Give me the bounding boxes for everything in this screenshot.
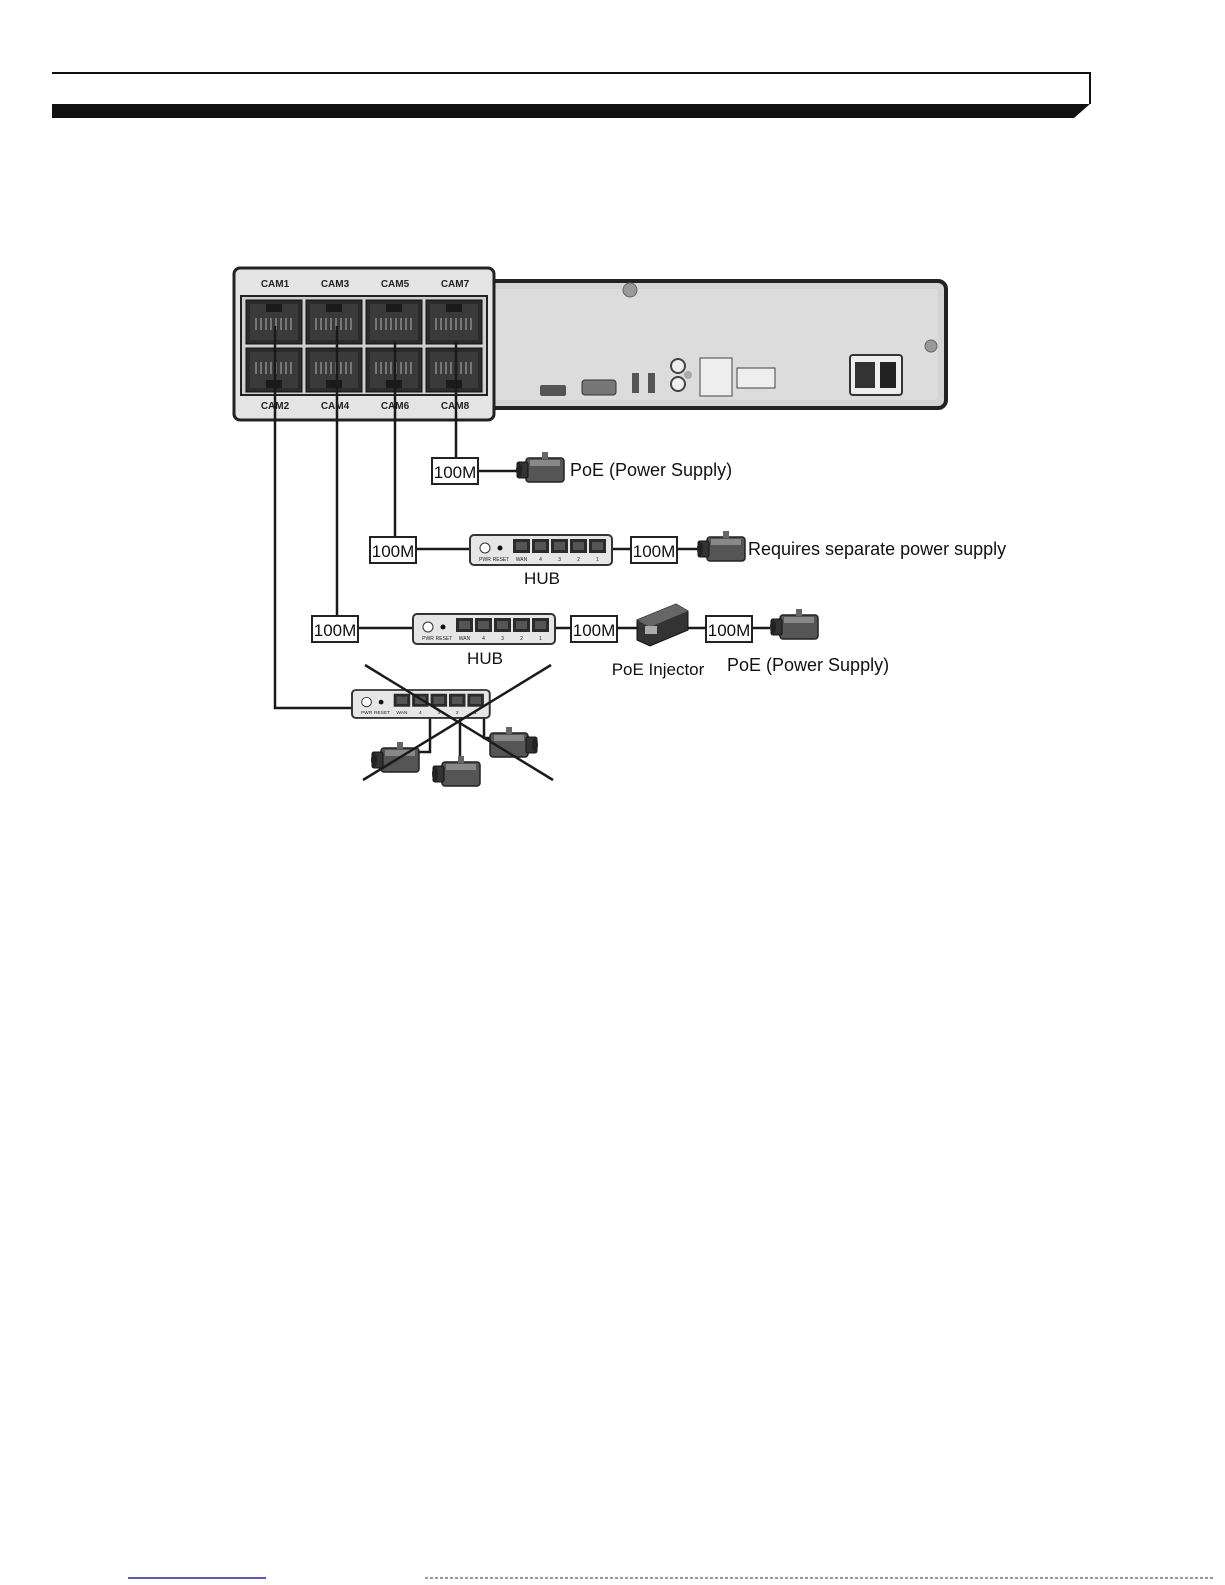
alarm-terminal-icon [737, 368, 775, 388]
port-label-cam1: CAM1 [261, 279, 290, 290]
hub-port-icon [551, 539, 568, 553]
hub-port-icon [589, 539, 606, 553]
svg-text:100M: 100M [314, 621, 357, 640]
svg-text:4: 4 [482, 636, 485, 642]
svg-text:WAN: WAN [459, 636, 471, 642]
svg-text:1: 1 [539, 636, 542, 642]
hub-port-icon [449, 694, 465, 707]
svg-text:WAN: WAN [516, 557, 528, 563]
poe-injector-icon [637, 604, 688, 646]
svg-text:2: 2 [456, 710, 459, 716]
hub-label-cam5: HUB [524, 569, 560, 588]
nvr-rear-panel [470, 281, 946, 408]
hub-port-icon [394, 694, 410, 707]
port-label-cam5: CAM5 [381, 279, 410, 290]
svg-text:3: 3 [501, 636, 504, 642]
rj45-port-icon [306, 348, 362, 392]
svg-text:RESET: RESET [436, 636, 453, 642]
hub-port-icon [532, 618, 549, 632]
power-switch-icon [880, 362, 896, 388]
svg-text:WAN: WAN [396, 710, 408, 716]
svg-text:RESET: RESET [374, 710, 390, 716]
svg-text:100M: 100M [633, 542, 676, 561]
hub-label-cam3: HUB [467, 649, 503, 668]
audio-in-icon [671, 359, 685, 373]
svg-text:1: 1 [596, 557, 599, 563]
rj45-port-icon [306, 300, 362, 344]
cam7-caption: PoE (Power Supply) [570, 460, 732, 480]
speed-box-cam3-injector: 100M [571, 616, 617, 642]
audio-out-icon [671, 377, 685, 391]
svg-text:3: 3 [558, 557, 561, 563]
svg-text:PWR: PWR [361, 710, 373, 716]
svg-text:PWR: PWR [422, 636, 434, 642]
speed-box-cam5-camera: 100M [631, 537, 677, 563]
ip-camera-icon [432, 756, 480, 786]
vga-port-icon [582, 380, 616, 395]
terminal-block-icon [700, 358, 732, 396]
header-banner [52, 73, 1090, 118]
usb-port-icon [632, 373, 639, 393]
port-label-cam4: CAM4 [321, 401, 350, 412]
svg-text:100M: 100M [708, 621, 751, 640]
usb-port-icon [648, 373, 655, 393]
cam3-caption: PoE (Power Supply) [727, 655, 889, 675]
hub-port-icon [570, 539, 587, 553]
port-label-cam3: CAM3 [321, 279, 350, 290]
svg-text:100M: 100M [434, 463, 477, 482]
cam5-caption: Requires separate power supply [748, 539, 1006, 559]
port-label-cam7: CAM7 [441, 279, 470, 290]
hub-port-icon [513, 539, 530, 553]
svg-text:2: 2 [520, 636, 523, 642]
speed-box-cam3-camera: 100M [706, 616, 752, 642]
ip-camera-icon [490, 727, 538, 757]
svg-text:4: 4 [539, 557, 542, 563]
hub-port-icon [475, 618, 492, 632]
speed-box-cam7: 100M [432, 458, 478, 484]
hub-port-icon [532, 539, 549, 553]
svg-text:100M: 100M [372, 542, 415, 561]
hdmi-port-icon [540, 385, 566, 396]
hub-port-icon [467, 694, 483, 707]
svg-text:RESET: RESET [493, 557, 510, 563]
hub-port-icon [513, 618, 530, 632]
svg-text:4: 4 [419, 710, 422, 716]
svg-text:100M: 100M [573, 621, 616, 640]
ip-camera-icon [770, 609, 818, 639]
svg-text:2: 2 [577, 557, 580, 563]
rj45-port-icon [426, 348, 482, 392]
poe-injector-label: PoE Injector [612, 660, 705, 679]
hub-port-icon [456, 618, 473, 632]
ip-camera-icon [371, 742, 419, 772]
rj45-port-icon [366, 300, 422, 344]
speed-box-cam5: 100M [370, 537, 416, 563]
rj45-port-icon [426, 300, 482, 344]
hub-port-icon [494, 618, 511, 632]
ip-camera-icon [516, 452, 564, 482]
hub-port-icon [431, 694, 447, 707]
ip-camera-icon [697, 531, 745, 561]
svg-text:PWR: PWR [479, 557, 491, 563]
speed-box-cam3: 100M [312, 616, 358, 642]
